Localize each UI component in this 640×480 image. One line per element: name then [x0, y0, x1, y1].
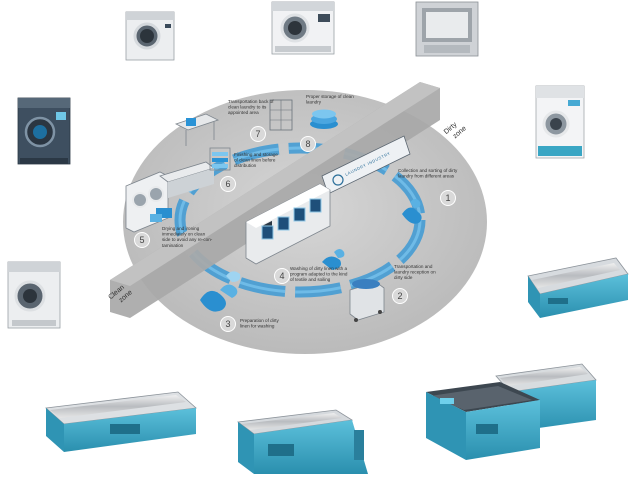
step-number: 4	[279, 271, 284, 281]
linen-pile-icon	[200, 271, 241, 312]
step-caption-line: clean laundry to its	[228, 105, 267, 110]
washer-extractor-icon	[415, 1, 479, 57]
washer-door-icon	[261, 225, 274, 240]
step-number: 8	[305, 139, 310, 149]
dryer-icon	[535, 85, 585, 159]
step-caption-line: linen for washing	[240, 324, 275, 329]
step-marker-circle	[250, 126, 266, 142]
step-number: 7	[255, 129, 260, 139]
step-caption-line: distribution	[234, 163, 257, 168]
step-caption-line: Transportation back of	[228, 99, 274, 104]
step-caption-line: of clean linen before	[234, 158, 276, 163]
step-caption-line: Collection and sorting of dirty	[398, 168, 458, 173]
folder-machine-icon	[426, 363, 597, 460]
laundry-cart-icon	[269, 99, 293, 131]
washer-door-icon	[277, 216, 290, 231]
step-caption-line: of textile and soiling	[290, 277, 331, 282]
flatwork-ironer-icon	[527, 257, 629, 318]
storage-shelf-icon	[209, 147, 231, 171]
step-number: 1	[445, 193, 450, 203]
dirty-zone-label: Dirty zone	[443, 121, 468, 140]
flatwork-ironer-icon	[236, 409, 368, 474]
step-caption-line: Preparation of dirty	[240, 318, 280, 323]
step-marker-circle	[220, 176, 236, 192]
washer-extractor-icon	[125, 11, 175, 61]
step-marker-circle	[220, 316, 236, 332]
step-number: 2	[397, 291, 402, 301]
washer-door-icon	[309, 198, 322, 213]
step-marker-circle	[300, 136, 316, 152]
washer-door-icon	[293, 207, 306, 222]
linen-pile-icon	[150, 208, 172, 222]
step-number: 5	[139, 235, 144, 245]
partition-wall	[110, 82, 440, 318]
washer-extractor-icon	[271, 1, 335, 55]
step-marker-circle	[392, 288, 408, 304]
barrier-washers	[245, 183, 331, 265]
step-caption-line: Drying and ironing	[162, 226, 200, 231]
linen-pile-icon	[310, 109, 338, 129]
step-caption-line: appointed area	[228, 110, 259, 115]
washer-extractor-icon	[7, 261, 61, 329]
step-caption-line: laundry from different areas	[398, 174, 455, 179]
folding-table-icon	[174, 113, 220, 146]
step-caption-line: program adapted to the kind	[290, 272, 348, 277]
step-caption-line: side to avoid any re-con-	[162, 237, 213, 242]
step-caption-line: laundry reception on	[394, 270, 436, 275]
step-caption-line: immediately on clean	[162, 232, 206, 237]
step-marker-circle	[440, 190, 456, 206]
step-number: 3	[225, 319, 230, 329]
step-caption-line: tamination	[162, 243, 184, 248]
step-caption-line: Proper storage of clean	[306, 94, 354, 99]
step-caption-line: Transportation and	[394, 264, 433, 269]
linen-pile-icon	[322, 249, 345, 270]
step-1: 1 Collection and sorting of dirtylaundry …	[398, 168, 458, 206]
step-caption-line: Finishing and storage	[234, 152, 278, 157]
step-number: 6	[225, 179, 230, 189]
linen-pile-icon	[402, 199, 422, 224]
step-marker-circle	[274, 268, 290, 284]
step-caption-line: dirty side	[394, 275, 413, 280]
laundry-cart-icon	[349, 279, 385, 322]
step-caption-line: Washing of dirty linen with a	[290, 266, 347, 271]
step-caption-line: laundry	[306, 100, 322, 105]
dryer-icon	[17, 97, 71, 165]
step-marker-circle	[134, 232, 150, 248]
flatwork-ironer-icon	[45, 391, 197, 452]
